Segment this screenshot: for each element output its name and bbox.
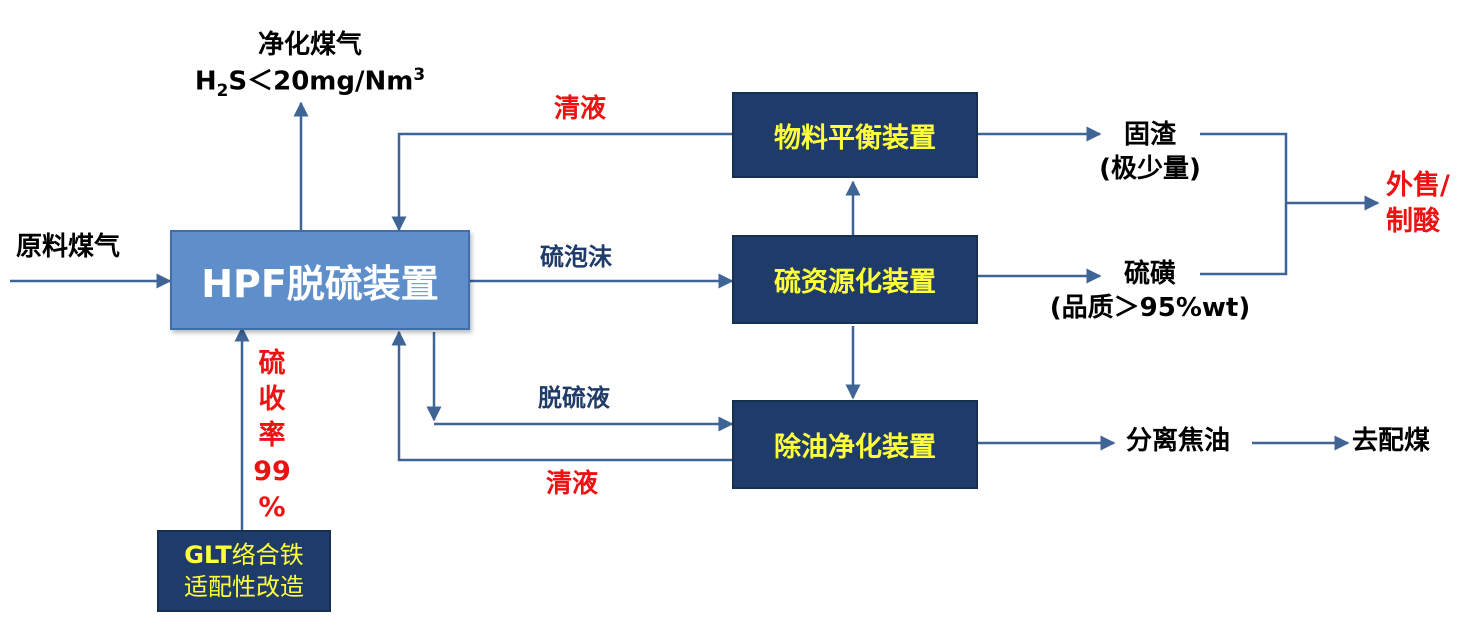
sulfur-product-label: 硫磺 bbox=[1123, 259, 1176, 289]
raw-gas-label: 原料煤气 bbox=[16, 232, 121, 262]
sale-label-line-2: 制酸 bbox=[1386, 206, 1440, 237]
to-coal-label: 去配煤 bbox=[1352, 426, 1431, 456]
arrow-clear-liquid-bottom bbox=[391, 330, 732, 462]
oil-removal-unit: 除油净化装置 bbox=[732, 400, 978, 489]
sulfur-resource-label: 硫资源化装置 bbox=[774, 267, 936, 298]
sale-label-line-1: 外售/ bbox=[1386, 170, 1450, 201]
solid-residue-note: (极少量) bbox=[1099, 154, 1201, 184]
glt-cjk: 络合铁 bbox=[231, 541, 304, 569]
flow-label-desulf-liquid: 脱硫液 bbox=[538, 384, 610, 412]
separated-tar-label: 分离焦油 bbox=[1126, 426, 1231, 456]
h2s-spec-label: H2S＜20mg/Nm3 bbox=[194, 64, 426, 100]
material-balance-unit: 物料平衡装置 bbox=[732, 92, 978, 178]
clean-gas-label: 净化煤气 bbox=[257, 30, 362, 60]
glt-latin: GLT bbox=[184, 541, 232, 569]
glt-line-1: GLT络合铁 bbox=[184, 539, 303, 571]
sulfur-quality-label: (品质＞95%wt) bbox=[1049, 293, 1251, 323]
flow-label-clear-liquid-top: 清液 bbox=[554, 94, 607, 124]
sulfur-resource-unit: 硫资源化装置 bbox=[732, 235, 978, 324]
arrow-clear-liquid-top bbox=[391, 132, 732, 232]
flow-label-sulfur-foam: 硫泡沫 bbox=[540, 243, 612, 271]
sulfur-recovery-rate: 硫 收 率 99 % bbox=[253, 348, 291, 523]
flow-label-clear-liquid-bottom: 清液 bbox=[546, 469, 599, 499]
oil-removal-label: 除油净化装置 bbox=[774, 432, 936, 463]
glt-line-2: 适配性改造 bbox=[184, 573, 304, 601]
material-balance-label: 物料平衡装置 bbox=[774, 122, 936, 154]
solid-residue-label: 固渣 bbox=[1123, 120, 1176, 150]
hpf-desulfurization-unit: HPF脱硫装置 bbox=[170, 230, 470, 330]
hpf-label: HPF脱硫装置 bbox=[201, 261, 439, 306]
glt-catalyst-box: GLT络合铁 适配性改造 bbox=[157, 530, 331, 612]
